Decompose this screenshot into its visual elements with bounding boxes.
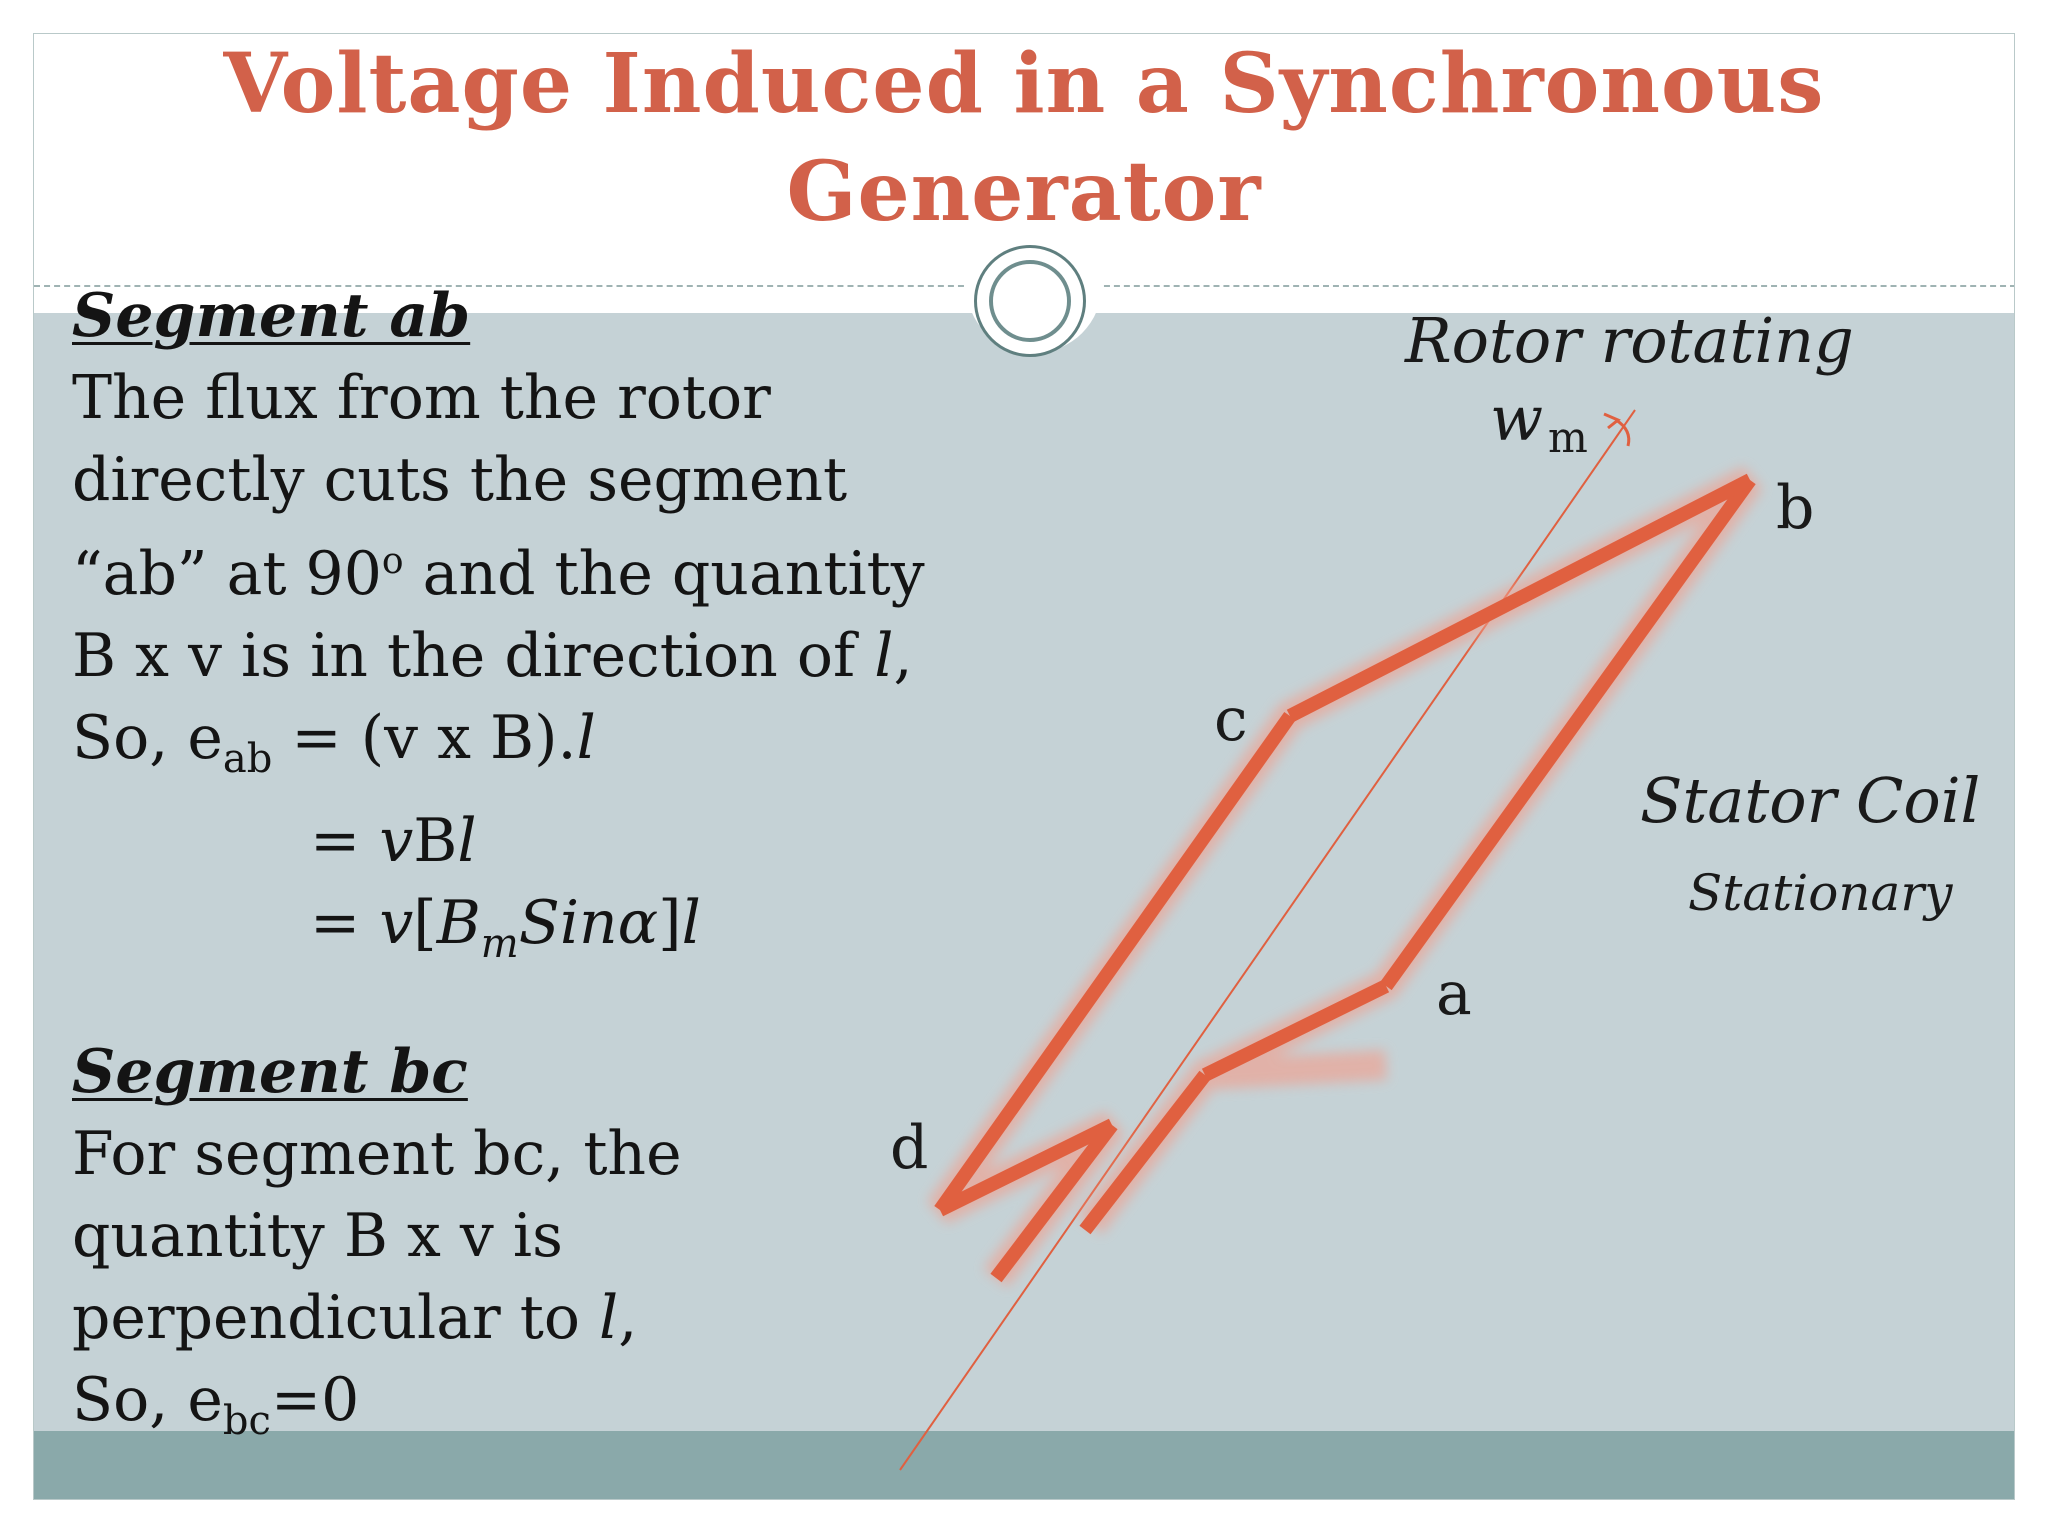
coil-lead-1 [990, 1120, 1118, 1283]
point-label-b: b [1776, 473, 1814, 543]
point-label-d: d [890, 1113, 928, 1183]
segment-ab-line-4: B x v is in the direction of l, [72, 621, 913, 691]
rotor-axis-line [899, 409, 1636, 1471]
segment-ab-line-2: directly cuts the segment [72, 445, 848, 515]
header-divider-right [1094, 285, 2014, 287]
footer-bar [34, 1431, 2014, 1499]
segment-ab-heading: Segment ab [72, 281, 471, 351]
equation-vbl: = vBl [310, 806, 477, 876]
stator-coil-label: Stator Coil [1640, 764, 1980, 837]
segment-ab-line-1: The flux from the rotor [72, 363, 771, 433]
rotor-rotating-label: Rotor rotating [1404, 304, 1854, 377]
equation-e-ab: So, eab = (v x B).l [72, 703, 596, 782]
omega-subscript: m [1548, 413, 1588, 462]
segment-bc-heading: Segment bc [72, 1037, 468, 1107]
coil-segment-a-return [1201, 979, 1390, 1082]
segment-ab-line-3: “ab” at 90o and the quantity [72, 539, 925, 609]
explanation-text: Segment ab The flux from the rotor direc… [72, 275, 972, 1462]
equation-e-bc: So, ebc=0 [72, 1365, 360, 1444]
coil-segment-bc [1286, 473, 1754, 723]
divider-circle-ornament [974, 245, 1086, 357]
rotation-arrow-icon [1615, 418, 1631, 447]
segment-bc-line-2: quantity B x v is [72, 1201, 563, 1271]
equation-bm-sin-alpha: = v[BmSinα]l [310, 888, 701, 967]
divider-circle-inner-ring [989, 260, 1071, 342]
segment-bc-line-3: perpendicular to l, [72, 1283, 638, 1353]
header-divider-left [34, 285, 974, 287]
coil-glow [927, 466, 1763, 1288]
coil-segment-ab [1380, 475, 1756, 991]
coil-segment-cd [934, 711, 1296, 1215]
omega-symbol: w [1490, 382, 1543, 455]
coil-lead-2 [1079, 1070, 1211, 1235]
segment-bc-line-1: For segment bc, the [72, 1119, 682, 1189]
coil-segment-d-return [936, 1118, 1116, 1217]
slide-title: Voltage Induced in a Synchronous Generat… [223, 36, 1825, 240]
point-label-a: a [1436, 959, 1472, 1029]
stationary-label: Stationary [1688, 864, 1953, 922]
stator-coil [934, 473, 1756, 1283]
rotation-arrowhead-icon [1603, 412, 1621, 430]
point-label-c: c [1214, 685, 1248, 755]
